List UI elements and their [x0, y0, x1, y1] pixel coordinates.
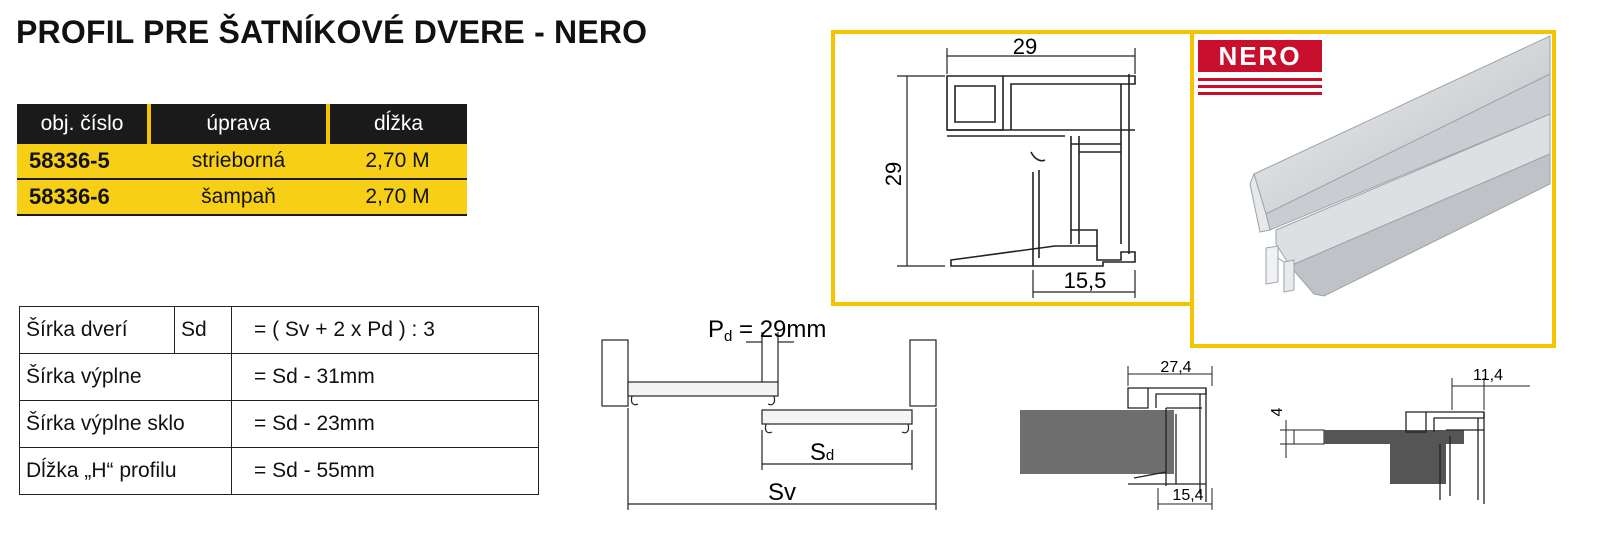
formula-expression: = Sd - 23mm	[231, 400, 539, 448]
page-title: PROFIL PRE ŠATNÍKOVÉ DVERE - NERO	[16, 14, 648, 50]
product-length: 2,70 M	[328, 144, 467, 180]
formula-abbr: Sd	[174, 306, 232, 354]
profile-drawing-frame: 29 29 15,5	[831, 30, 1197, 306]
product-code: 58336-6	[17, 179, 149, 216]
door-diagram: Pd = 29mm Sd Sv	[601, 316, 937, 510]
formula-label: Šírka dverí	[19, 306, 175, 354]
header-code: obj. číslo	[17, 104, 151, 144]
formula-expression: = Sd - 55mm	[231, 447, 539, 495]
formula-table: Šírka dverí Sd = ( Sv + 2 x Pd ) : 3 Šír…	[19, 306, 539, 495]
table-row: Šírka dverí Sd = ( Sv + 2 x Pd ) : 3	[19, 306, 539, 354]
detail-glass-section: 11,4 4	[1270, 367, 1530, 504]
detail1-dim-bottom: 15,4	[1172, 487, 1203, 504]
formula-expression: = Sd - 31mm	[231, 353, 539, 401]
product-finish: strieborná	[149, 144, 328, 180]
formula-label: Šírka výplne sklo	[19, 400, 232, 448]
sv-label: Sv	[768, 479, 796, 506]
product-photo-frame: NERO	[1190, 30, 1556, 348]
dim-top-label: 29	[1013, 34, 1037, 59]
product-length: 2,70 M	[328, 179, 467, 216]
table-row: 58336-5 strieborná 2,70 M	[17, 144, 467, 180]
formula-label: Šírka výplne	[19, 353, 232, 401]
table-row: 58336-6 šampaň 2,70 M	[17, 179, 467, 216]
product-table: obj. číslo úprava dĺžka 58336-5 striebor…	[17, 104, 467, 216]
product-code: 58336-5	[17, 144, 149, 180]
product-table-header: obj. číslo úprava dĺžka	[17, 104, 467, 144]
profile-3d-render: NERO	[1198, 35, 1551, 297]
header-finish: úprava	[149, 104, 330, 144]
table-row: Dĺžka „H“ profilu = Sd - 55mm	[19, 447, 539, 495]
table-row: Šírka výplne = Sd - 31mm	[19, 353, 539, 401]
header-length: dĺžka	[328, 104, 467, 144]
pd-label: Pd = 29mm	[708, 316, 826, 345]
detail2-dim-top: 11,4	[1473, 367, 1503, 384]
nero-logo: NERO	[1198, 40, 1322, 95]
detail1-dim-top: 27,4	[1160, 359, 1191, 376]
sd-label: Sd	[810, 439, 834, 466]
detail-panel-section: 27,4 15,4	[1020, 359, 1213, 510]
dim-left-label: 29	[881, 162, 906, 186]
table-row: Šírka výplne sklo = Sd - 23mm	[19, 400, 539, 448]
profile-cross-section: 29 29 15,5	[881, 34, 1136, 298]
detail2-dim-left: 4	[1270, 407, 1286, 416]
dim-bottom-label: 15,5	[1064, 268, 1107, 293]
formula-label: Dĺžka „H“ profilu	[19, 447, 232, 495]
formula-expression: = ( Sv + 2 x Pd ) : 3	[231, 306, 539, 354]
svg-text:NERO: NERO	[1218, 41, 1301, 71]
product-finish: šampaň	[149, 179, 328, 216]
